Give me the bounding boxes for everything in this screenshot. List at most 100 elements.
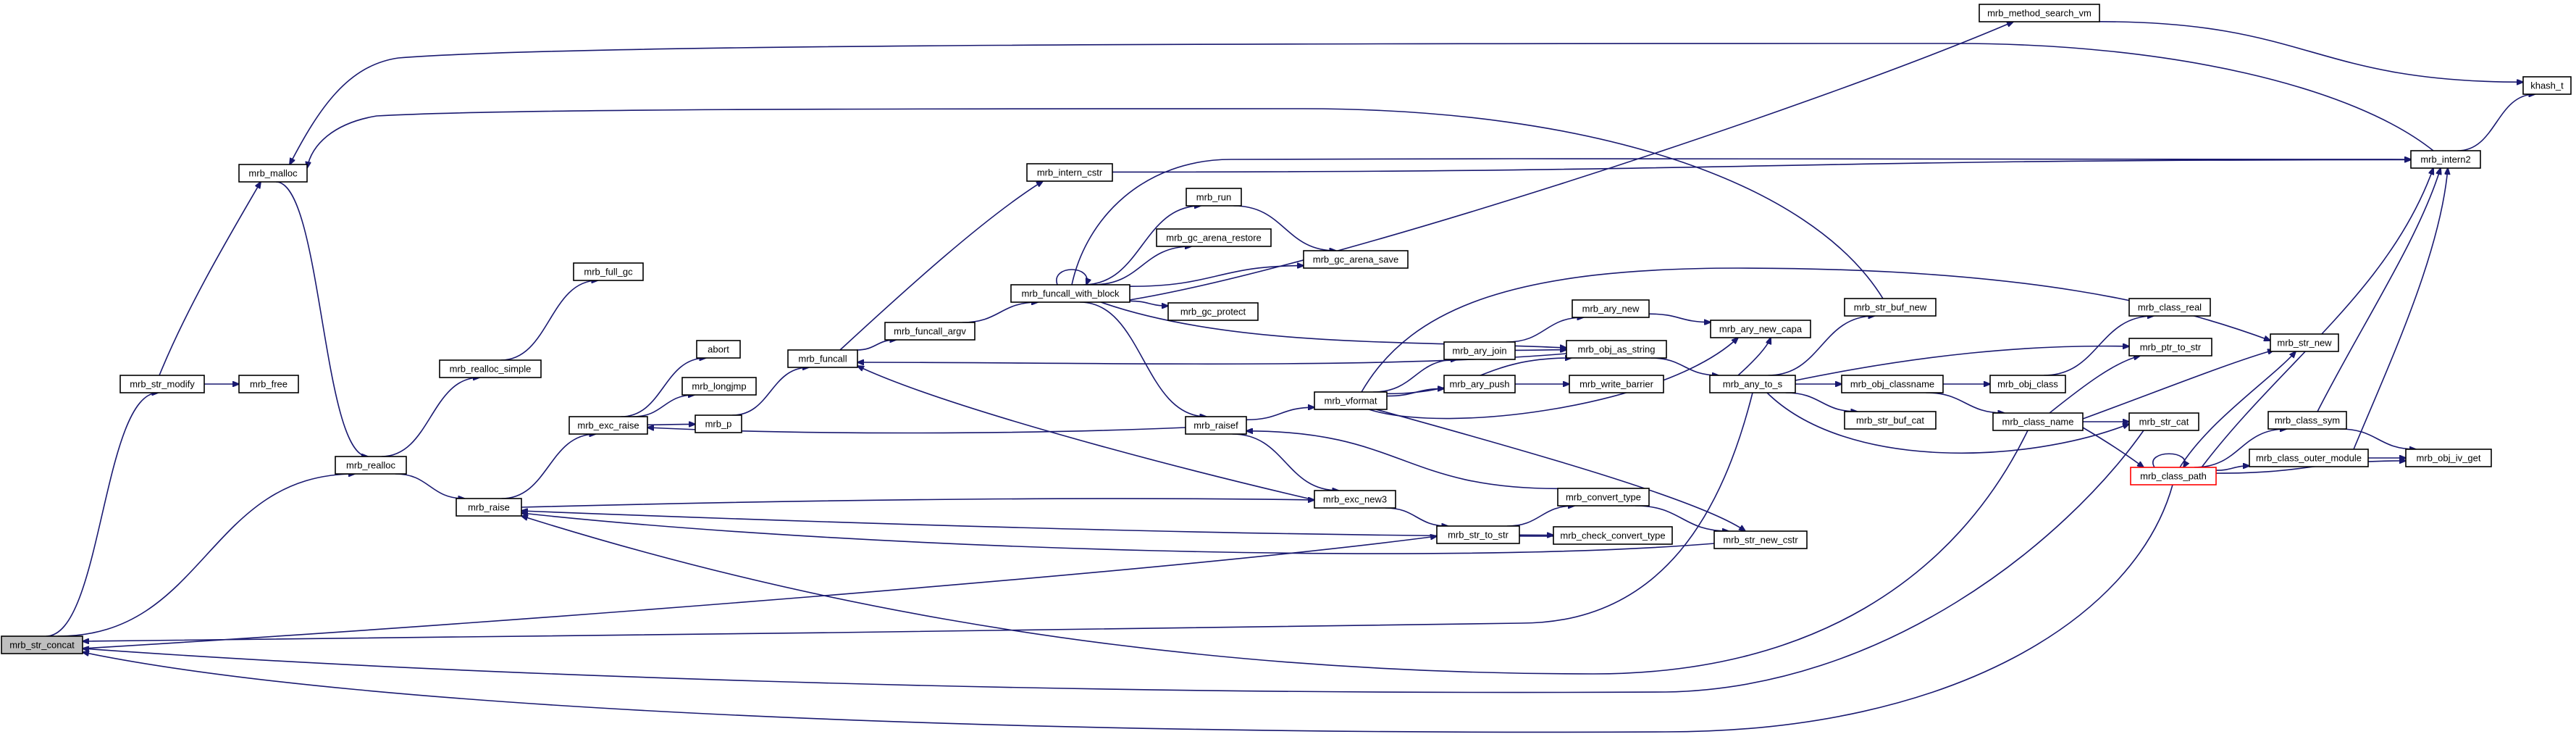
node-mrb-obj-iv-get[interactable]: mrb_obj_iv_get <box>2405 449 2492 467</box>
node-mrb-raise[interactable]: mrb_raise <box>456 498 522 517</box>
node-mrb-class-outer-module[interactable]: mrb_class_outer_module <box>2249 449 2369 467</box>
node-mrb-str-new[interactable]: mrb_str_new <box>2270 333 2339 352</box>
edge-mrb_ary_join-to-mrb_ary_new <box>1506 317 1583 343</box>
node-mrb-malloc[interactable]: mrb_malloc <box>238 164 308 183</box>
node-label: mrb_exc_new3 <box>1323 494 1387 505</box>
edge-mrb_class_path-to-mrb_intern2 <box>2201 168 2433 468</box>
node-box <box>1569 375 1664 393</box>
node-box <box>1314 391 1388 410</box>
node-mrb-intern2[interactable]: mrb_intern2 <box>2410 150 2481 169</box>
node-mrb-longjmp[interactable]: mrb_longjmp <box>681 377 757 396</box>
node-label: mrb_intern2 <box>2420 154 2470 165</box>
node-mrb-str-to-str[interactable]: mrb_str_to_str <box>1436 525 1520 544</box>
node-box <box>1443 341 1516 360</box>
node-label: mrb_realloc <box>346 460 395 471</box>
node-mrb-str-buf-cat[interactable]: mrb_str_buf_cat <box>1844 411 1937 430</box>
node-khash-t[interactable]: khash_t <box>2522 76 2572 95</box>
node-mrb-str-concat: mrb_str_concat <box>1 635 83 654</box>
node-mrb-str-cat[interactable]: mrb_str_cat <box>2128 412 2199 431</box>
node-label: mrb_p <box>705 419 732 430</box>
edge-mrb_funcall_with_block-to-mrb_gc_arena_save <box>1129 266 1304 288</box>
node-mrb-free[interactable]: mrb_free <box>238 375 299 393</box>
node-mrb-ary-push[interactable]: mrb_ary_push <box>1443 375 1516 393</box>
node-mrb-exc-new3[interactable]: mrb_exc_new3 <box>1314 490 1396 509</box>
node-label: mrb_free <box>250 379 288 390</box>
edge-line <box>2194 429 2286 468</box>
node-mrb-intern-cstr[interactable]: mrb_intern_cstr <box>1026 163 1113 182</box>
node-mrb-ary-new[interactable]: mrb_ary_new <box>1572 299 1650 318</box>
node-box <box>2128 298 2211 317</box>
edge-mrb_str_concat-to-mrb_str_to_str <box>82 536 1437 649</box>
node-abort[interactable]: abort <box>696 340 741 359</box>
edge-mrb_ary_join-to-mrb_obj_as_string <box>1514 350 1566 351</box>
node-box <box>1303 250 1409 269</box>
node-mrb-ary-join[interactable]: mrb_ary_join <box>1443 341 1516 360</box>
edge-mrb_str_buf_new-to-mrb_malloc <box>307 108 1884 299</box>
node-label: mrb_run <box>1196 192 1231 203</box>
node-mrb-convert-type[interactable]: mrb_convert_type <box>1557 488 1650 507</box>
edge-line <box>856 340 897 351</box>
edge-line <box>2049 356 2140 414</box>
node-box <box>1992 412 2084 431</box>
node-box <box>2128 412 2199 431</box>
edge-mrb_realloc-to-mrb_realloc_simple <box>381 378 479 457</box>
node-mrb-raisef[interactable]: mrb_raisef <box>1185 416 1247 435</box>
node-box <box>2522 76 2572 95</box>
node-mrb-check-convert-type[interactable]: mrb_check_convert_type <box>1553 526 1673 545</box>
edge-line <box>1115 22 2013 303</box>
node-mrb-str-new-cstr[interactable]: mrb_str_new_cstr <box>1713 530 1808 549</box>
node-label: mrb_str_concat <box>9 640 75 651</box>
edge-mrb_class_sym-to-mrb_intern2 <box>2317 168 2441 412</box>
node-box <box>787 349 858 368</box>
node-mrb-exc-raise[interactable]: mrb_exc_raise <box>569 416 648 435</box>
node-mrb-class-name[interactable]: mrb_class_name <box>1992 412 2084 431</box>
node-mrb-funcall-with-block[interactable]: mrb_funcall_with_block <box>1010 284 1130 303</box>
node-mrb-gc-arena-restore[interactable]: mrb_gc_arena_restore <box>1156 228 1272 247</box>
edge-line <box>621 358 705 417</box>
node-mrb-class-path[interactable]: mrb_class_path <box>2130 467 2217 485</box>
node-mrb-gc-protect[interactable]: mrb_gc_protect <box>1167 302 1259 321</box>
edge-line <box>83 430 2144 693</box>
edge-mrb_str_cat-to-mrb_str_concat <box>83 430 2144 693</box>
edge-line <box>1361 267 2270 393</box>
node-mrb-any-to-s[interactable]: mrb_any_to_s <box>1709 375 1796 393</box>
node-mrb-funcall-argv[interactable]: mrb_funcall_argv <box>884 322 976 341</box>
node-mrb-realloc-simple[interactable]: mrb_realloc_simple <box>439 359 542 378</box>
edge-line <box>307 108 1884 299</box>
node-box <box>1010 284 1130 303</box>
node-mrb-vformat[interactable]: mrb_vformat <box>1314 391 1388 410</box>
node-mrb-str-buf-new[interactable]: mrb_str_buf_new <box>1844 298 1937 317</box>
node-mrb-realloc[interactable]: mrb_realloc <box>335 456 407 475</box>
node-label: mrb_any_to_s <box>1723 379 1783 390</box>
node-mrb-funcall[interactable]: mrb_funcall <box>787 349 858 368</box>
node-mrb-full-gc[interactable]: mrb_full_gc <box>573 262 644 281</box>
node-mrb-class-real[interactable]: mrb_class_real <box>2128 298 2211 317</box>
edge-mrb_p-to-mrb_funcall <box>732 367 809 416</box>
node-mrb-gc-arena-save[interactable]: mrb_gc_arena_save <box>1303 250 1409 269</box>
node-mrb-run[interactable]: mrb_run <box>1186 188 1242 207</box>
edge-mrb_any_to_s-to-mrb_ptr_to_str <box>1795 346 2129 381</box>
node-mrb-ptr-to-str[interactable]: mrb_ptr_to_str <box>2128 338 2212 357</box>
edge-line <box>1514 350 1566 351</box>
edge-line <box>1737 338 1771 376</box>
node-box <box>573 262 644 281</box>
node-mrb-p[interactable]: mrb_p <box>695 414 742 433</box>
node-mrb-str-modify[interactable]: mrb_str_modify <box>119 375 205 393</box>
node-box <box>1 635 83 654</box>
edge-line <box>83 392 1753 641</box>
node-box <box>2410 150 2481 169</box>
edge-line <box>1766 392 2129 454</box>
edge-mrb_intern2-to-khash_t <box>2457 94 2535 151</box>
node-mrb-write-barrier[interactable]: mrb_write_barrier <box>1569 375 1664 393</box>
edge-line <box>2152 453 2185 467</box>
edge-mrb_intern2-to-mrb_malloc <box>290 43 2434 164</box>
edge-line <box>500 280 598 361</box>
edge-mrb_vformat-to-mrb_ary_new_capa <box>1368 338 1738 420</box>
node-mrb-obj-classname[interactable]: mrb_obj_classname <box>1841 375 1944 393</box>
node-mrb-obj-as-string[interactable]: mrb_obj_as_string <box>1566 340 1667 359</box>
node-mrb-method-search-vm[interactable]: mrb_method_search_vm <box>1979 4 2100 22</box>
node-label: mrb_raisef <box>1193 420 1238 431</box>
node-mrb-ary-new-capa[interactable]: mrb_ary_new_capa <box>1710 320 1811 338</box>
node-mrb-obj-class[interactable]: mrb_obj_class <box>1989 375 2066 393</box>
node-mrb-class-sym[interactable]: mrb_class_sym <box>2267 411 2347 430</box>
